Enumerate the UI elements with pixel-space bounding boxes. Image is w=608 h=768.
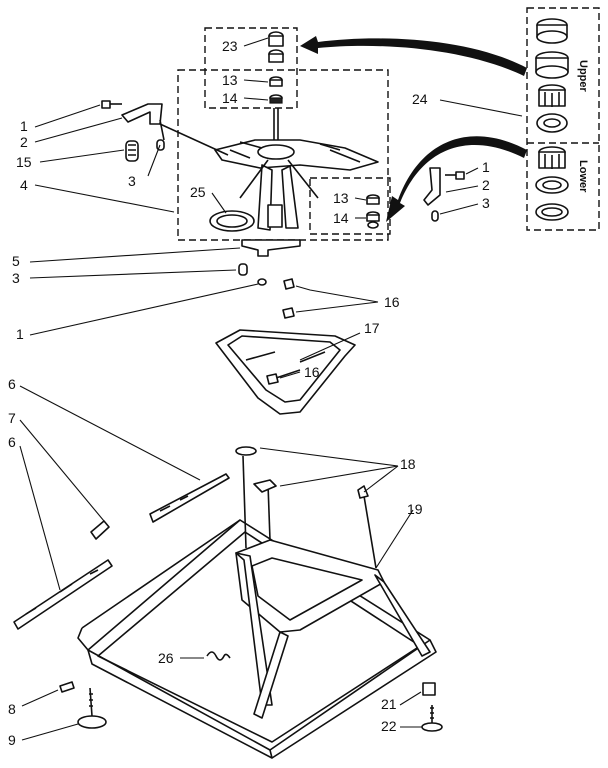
gearcase-mount <box>214 108 379 231</box>
base-frame-assembly <box>13 446 443 759</box>
callout-14: 14 <box>222 90 238 106</box>
upper-reference-arrow <box>300 36 527 76</box>
lower-bracket-parts <box>238 239 301 286</box>
callout-5: 5 <box>12 253 20 269</box>
callout-26: 26 <box>158 650 174 666</box>
gearcase-assembly-group <box>177 27 391 241</box>
leader-lines <box>19 37 523 741</box>
callout-23: 23 <box>222 38 238 54</box>
callout-15: 15 <box>16 154 32 170</box>
callout-2-right: 2 <box>482 177 490 193</box>
callout-13-inset: 13 <box>333 190 349 206</box>
lower-bearing-label: Lower <box>577 160 589 193</box>
lower-bearing-set <box>535 146 569 221</box>
callout-16: 16 <box>384 294 400 310</box>
callout-1: 1 <box>20 118 28 134</box>
callout-25: 25 <box>190 184 206 200</box>
callout-8: 8 <box>8 701 16 717</box>
callout-24: 24 <box>412 91 428 107</box>
callout-labels: 1 2 15 3 4 23 13 14 25 13 14 1 2 3 24 5 … <box>8 38 490 748</box>
callout-3-lower: 3 <box>12 270 20 286</box>
callout-3: 3 <box>128 173 136 189</box>
gasket-ring <box>209 210 255 232</box>
shaft-seal-parts <box>268 31 284 104</box>
callout-4: 4 <box>20 177 28 193</box>
callout-21: 21 <box>381 696 397 712</box>
callout-13: 13 <box>222 72 238 88</box>
upper-bearing-set <box>535 18 569 133</box>
callout-9: 9 <box>8 732 16 748</box>
callout-3-right: 3 <box>482 195 490 211</box>
left-bracket-parts <box>101 100 229 162</box>
callout-16-plate: 16 <box>304 364 320 380</box>
callout-1-right: 1 <box>482 159 490 175</box>
right-bracket-parts <box>423 167 465 222</box>
bearing-kit-panel: Upper Lower <box>526 7 600 231</box>
callout-1-lower: 1 <box>16 326 24 342</box>
upper-bearing-label: Upper <box>577 60 589 93</box>
lower-reference-arrow <box>386 136 527 222</box>
callout-6-lower: 6 <box>8 434 16 450</box>
callout-2: 2 <box>20 134 28 150</box>
callout-6: 6 <box>8 376 16 392</box>
callout-17: 17 <box>364 320 380 336</box>
callout-19: 19 <box>407 501 423 517</box>
callout-22: 22 <box>381 718 397 734</box>
callout-18: 18 <box>400 456 416 472</box>
right-inset-nuts <box>366 194 380 229</box>
callout-14-inset: 14 <box>333 210 349 226</box>
motor-mount-plate <box>215 278 356 415</box>
callout-7: 7 <box>8 410 16 426</box>
